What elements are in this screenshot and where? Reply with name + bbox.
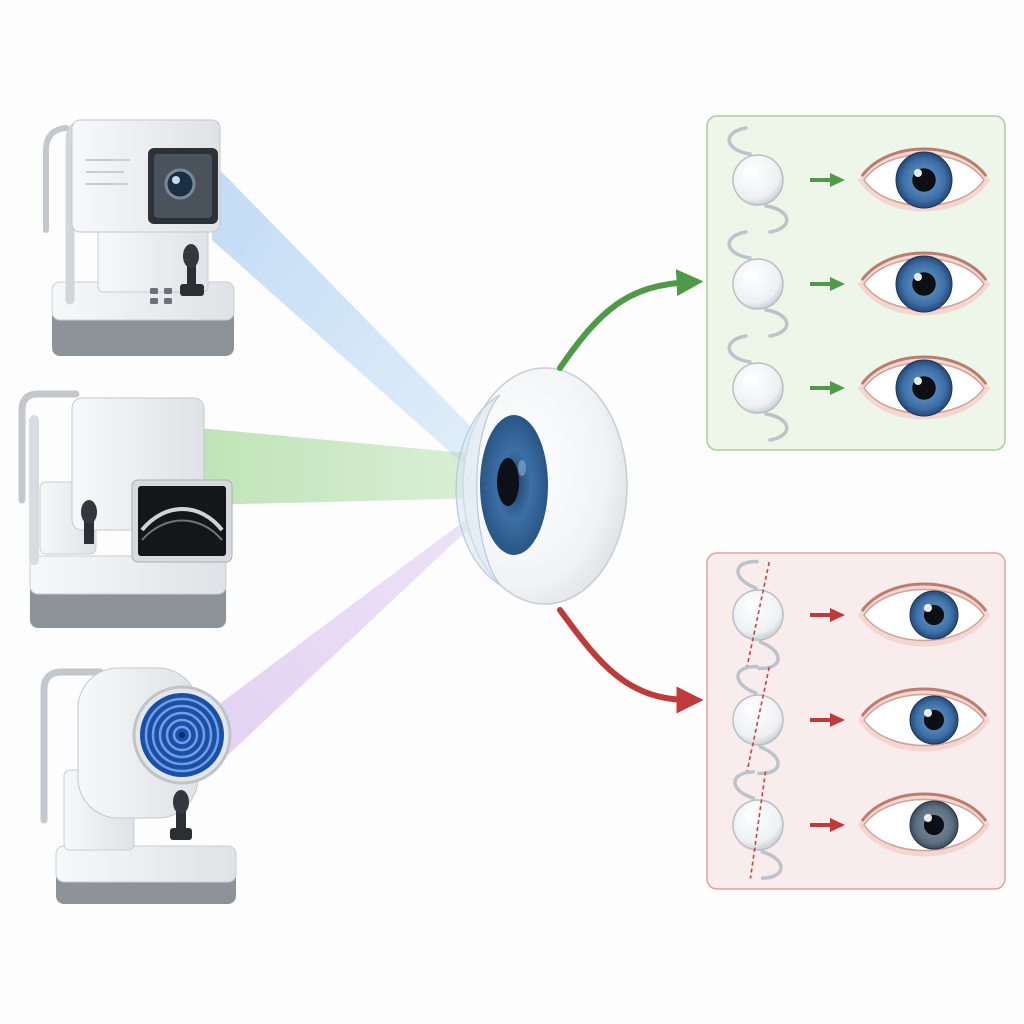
aligned-iol-icon (727, 126, 789, 234)
misaligned-outcome-row (732, 664, 992, 776)
small-arrow-icon (810, 608, 845, 622)
anterior-oct-scanner-icon (18, 390, 233, 628)
aligned-iol-icon (727, 334, 789, 442)
small-arrow-icon (810, 818, 845, 832)
eyeball-cross-section-icon (455, 367, 628, 605)
clear-vision-eye-icon (856, 147, 992, 213)
misaligned-outcome-row (732, 559, 992, 671)
misaligned-outcome-row (732, 770, 992, 880)
small-arrow-icon (810, 277, 845, 291)
misaligned-iol-icon (732, 559, 784, 671)
aligned-iol-icon (727, 230, 789, 338)
small-arrow-icon (810, 713, 845, 727)
small-arrow-icon (810, 173, 845, 187)
reduced-vision-eye-icon (856, 687, 992, 753)
biometer-beam (212, 162, 482, 470)
aligned-outcome-row (727, 126, 992, 234)
optical-biometer-icon (43, 119, 235, 356)
topographer-beam (212, 500, 492, 770)
misaligned-iol-icon (732, 770, 784, 880)
oct-beam (200, 428, 488, 505)
aligned-outcome-arrow (557, 269, 704, 371)
reduced-vision-eye-icon (856, 582, 992, 648)
aligned-iol-rows (727, 126, 992, 442)
clear-vision-eye-icon (856, 251, 992, 317)
misaligned-outcome-arrow (557, 607, 704, 714)
aligned-outcome-row (727, 334, 992, 442)
blurred-vision-eye-icon (856, 792, 992, 858)
misaligned-iol-rows (732, 559, 992, 880)
aligned-outcome-row (727, 230, 992, 338)
small-arrow-icon (810, 381, 845, 395)
placido-topographer-icon (40, 667, 237, 904)
placido-rings (140, 693, 224, 777)
clear-vision-eye-icon (856, 355, 992, 421)
measurement-beams (200, 162, 492, 770)
